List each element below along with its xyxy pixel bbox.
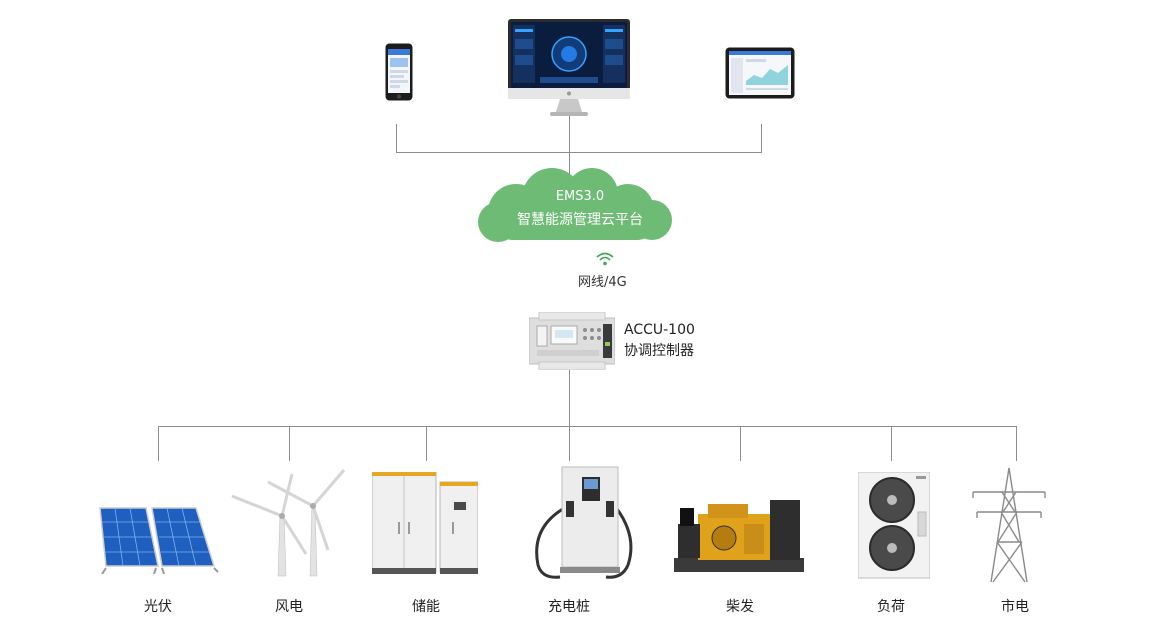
smartphone-icon xyxy=(385,43,413,101)
charging-pile-icon xyxy=(535,466,633,579)
drop-line xyxy=(426,426,427,461)
device-label: 市电 xyxy=(1001,599,1029,615)
cloud-subtitle: 智慧能源管理云平台 xyxy=(517,212,643,228)
drop-line xyxy=(158,426,159,461)
device-label: 负荷 xyxy=(877,599,905,615)
top-bus-line xyxy=(396,152,762,153)
monitor-icon xyxy=(508,19,630,116)
wind-turbine-icon xyxy=(231,469,346,577)
energy-storage-icon xyxy=(372,472,478,574)
network-label: 网线/4G xyxy=(578,275,627,290)
drop-line xyxy=(569,426,570,461)
diesel-generator-icon xyxy=(674,500,804,572)
device-label: 储能 xyxy=(412,599,440,615)
controller-to-bus-line xyxy=(569,368,570,426)
cloud-platform-icon xyxy=(478,168,672,242)
bottom-bus-line xyxy=(158,426,1016,427)
device-label: 充电桩 xyxy=(548,599,590,615)
device-label: 风电 xyxy=(275,599,303,615)
power-grid-icon xyxy=(972,467,1046,583)
device-label: 光伏 xyxy=(144,599,172,615)
drop-line xyxy=(289,426,290,461)
monitor-connector xyxy=(569,114,570,189)
cloud-title: EMS3.0 xyxy=(555,189,605,204)
controller-model: ACCU-100 xyxy=(624,322,695,338)
solar-panel-icon xyxy=(99,507,219,574)
device-label: 柴发 xyxy=(726,599,754,615)
load-icon xyxy=(858,472,930,579)
drop-line xyxy=(740,426,741,461)
wifi-icon xyxy=(596,252,614,266)
phone-connector xyxy=(396,124,397,152)
controller-name: 协调控制器 xyxy=(624,343,694,359)
drop-line xyxy=(1016,426,1017,461)
controller-device-icon xyxy=(529,312,615,370)
tablet-icon xyxy=(725,47,795,99)
tablet-connector xyxy=(761,124,762,152)
drop-line xyxy=(891,426,892,461)
